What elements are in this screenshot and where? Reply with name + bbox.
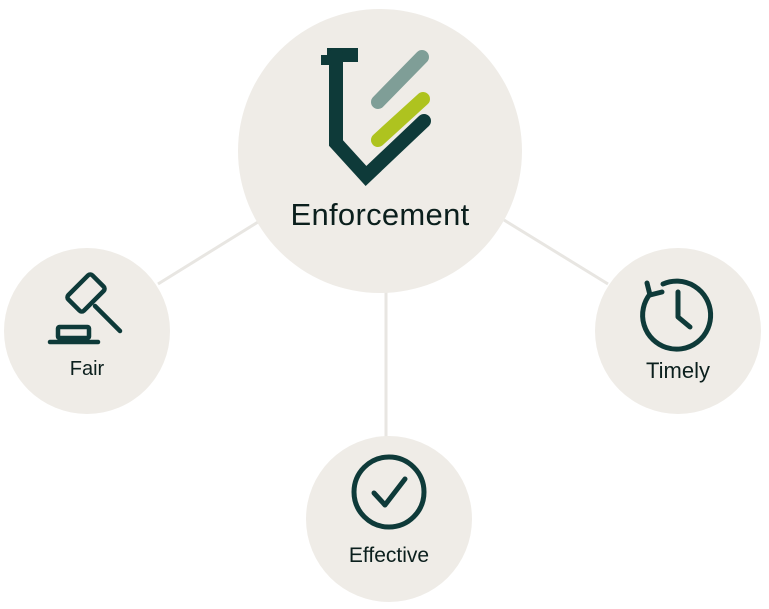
fair-label: Fair (69, 358, 105, 380)
enforcement-label: Enforcement (290, 197, 470, 232)
effective-node: Effective (306, 436, 472, 602)
timely-label: Timely (646, 358, 710, 383)
enforcement-node: Enforcement (238, 9, 522, 293)
timely-node: Timely (595, 248, 761, 414)
check-circle-icon (351, 454, 427, 530)
fair-node: Fair (4, 248, 170, 414)
effective-label: Effective (348, 544, 430, 567)
clock-history-icon (640, 278, 714, 352)
connector-timely (503, 218, 609, 286)
gavel-icon (47, 272, 123, 345)
connector-fair (157, 220, 259, 286)
shield-check-emblem-icon (321, 48, 431, 186)
